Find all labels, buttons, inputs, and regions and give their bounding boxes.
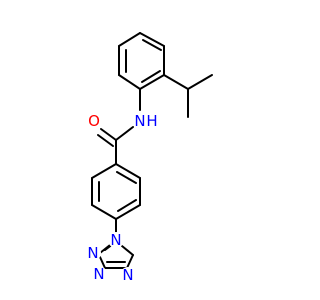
atom-label-n: N bbox=[110, 231, 121, 249]
bond bbox=[99, 256, 106, 269]
bond bbox=[116, 171, 137, 184]
bond bbox=[100, 128, 117, 141]
tetrazole-n4-atom: N bbox=[120, 266, 136, 284]
atom-layer: O N H N N N N bbox=[85, 112, 158, 284]
bond bbox=[187, 74, 213, 90]
atom-label-o: O bbox=[88, 112, 100, 130]
bond bbox=[141, 70, 161, 83]
atom-label-h: H bbox=[146, 112, 157, 130]
bond bbox=[115, 163, 141, 179]
molecule-structure: O N H N N N N bbox=[85, 32, 213, 284]
tetrazole-n3-atom: N bbox=[91, 265, 107, 283]
atom-label-n: N bbox=[93, 265, 104, 283]
bond bbox=[91, 163, 117, 179]
atom-label-n: N bbox=[134, 112, 145, 130]
bond bbox=[117, 199, 137, 212]
bond-layer bbox=[91, 32, 213, 269]
bond bbox=[115, 126, 134, 141]
bond bbox=[126, 254, 134, 269]
bond bbox=[91, 204, 117, 220]
bond bbox=[142, 39, 162, 51]
bond bbox=[139, 32, 165, 47]
amide-nitrogen-atom: N bbox=[132, 112, 148, 130]
bond bbox=[121, 245, 134, 256]
molecule-canvas: O N H N N N N bbox=[85, 32, 213, 284]
bond bbox=[163, 74, 189, 90]
tetrazole-n1-atom: N bbox=[108, 231, 124, 249]
atom-label-n: N bbox=[87, 244, 98, 262]
bond bbox=[97, 134, 114, 147]
amide-hydrogen-atom: H bbox=[145, 112, 158, 130]
atom-label-n: N bbox=[122, 266, 133, 284]
bond bbox=[118, 74, 141, 90]
oxygen-atom: O bbox=[86, 112, 102, 130]
tetrazole-n2-atom: N bbox=[85, 244, 101, 262]
bond bbox=[139, 74, 165, 90]
bond bbox=[115, 204, 141, 220]
bond bbox=[118, 32, 141, 47]
